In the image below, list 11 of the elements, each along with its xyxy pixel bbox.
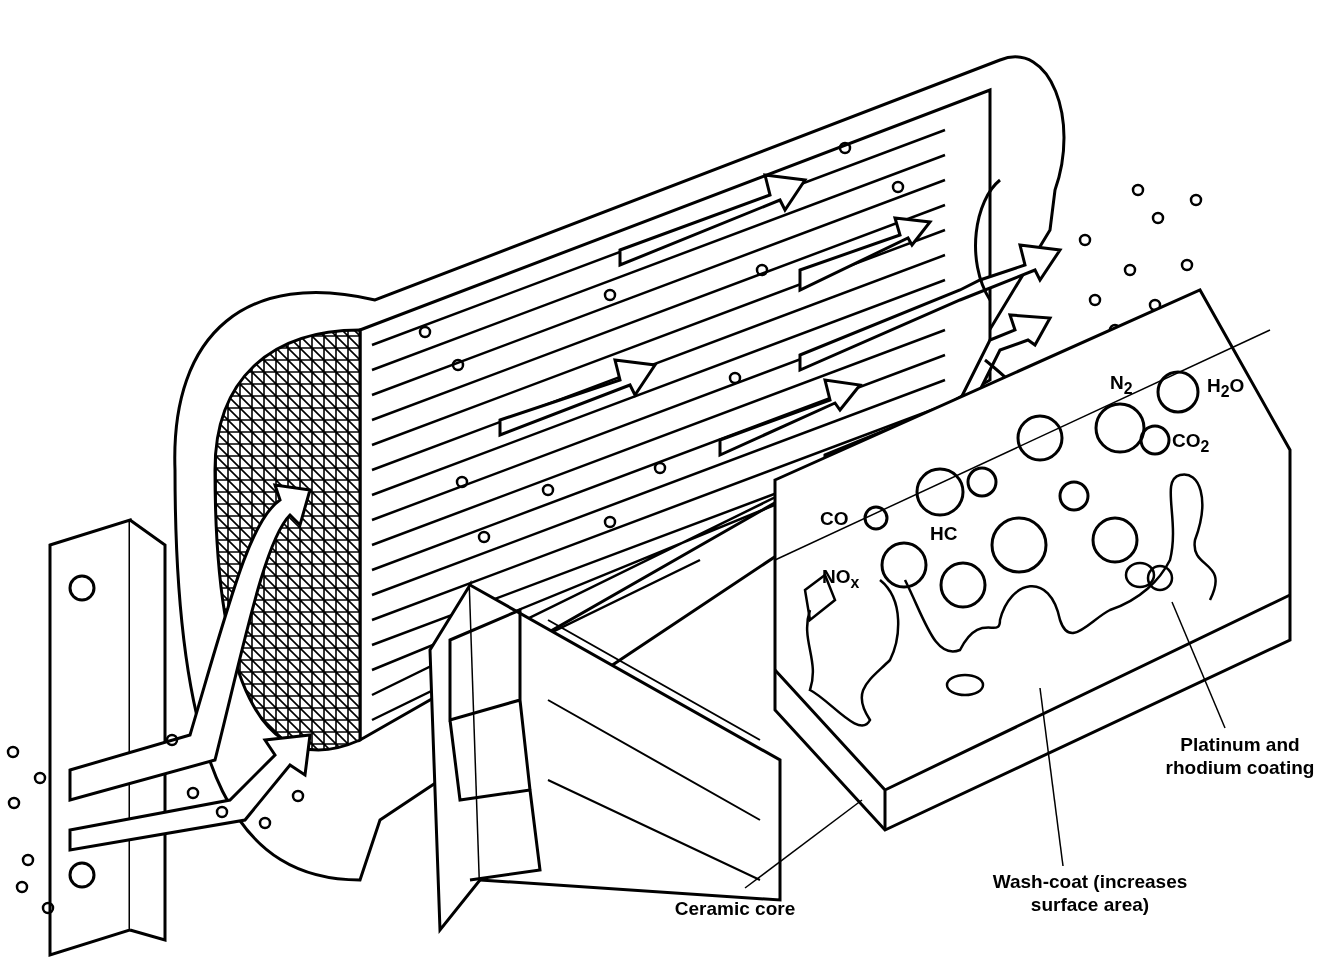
callout-label: Wash-coat (increases surface area) xyxy=(985,870,1195,916)
leader-line xyxy=(1039,687,1064,867)
molecule-label: N$_{2}$ xyxy=(1110,372,1133,399)
molecule-label: HC xyxy=(930,523,958,545)
leader-line xyxy=(1171,601,1226,729)
callout-label: Platinum and rhodium coating xyxy=(1140,733,1340,779)
molecule-label: H$_{2}$O xyxy=(1207,375,1245,402)
molecule-label: CO$_{2}$ xyxy=(1172,430,1210,457)
molecule-label: CO xyxy=(820,508,849,530)
leader-line xyxy=(744,799,863,889)
callout-label: Ceramic core xyxy=(635,897,835,920)
